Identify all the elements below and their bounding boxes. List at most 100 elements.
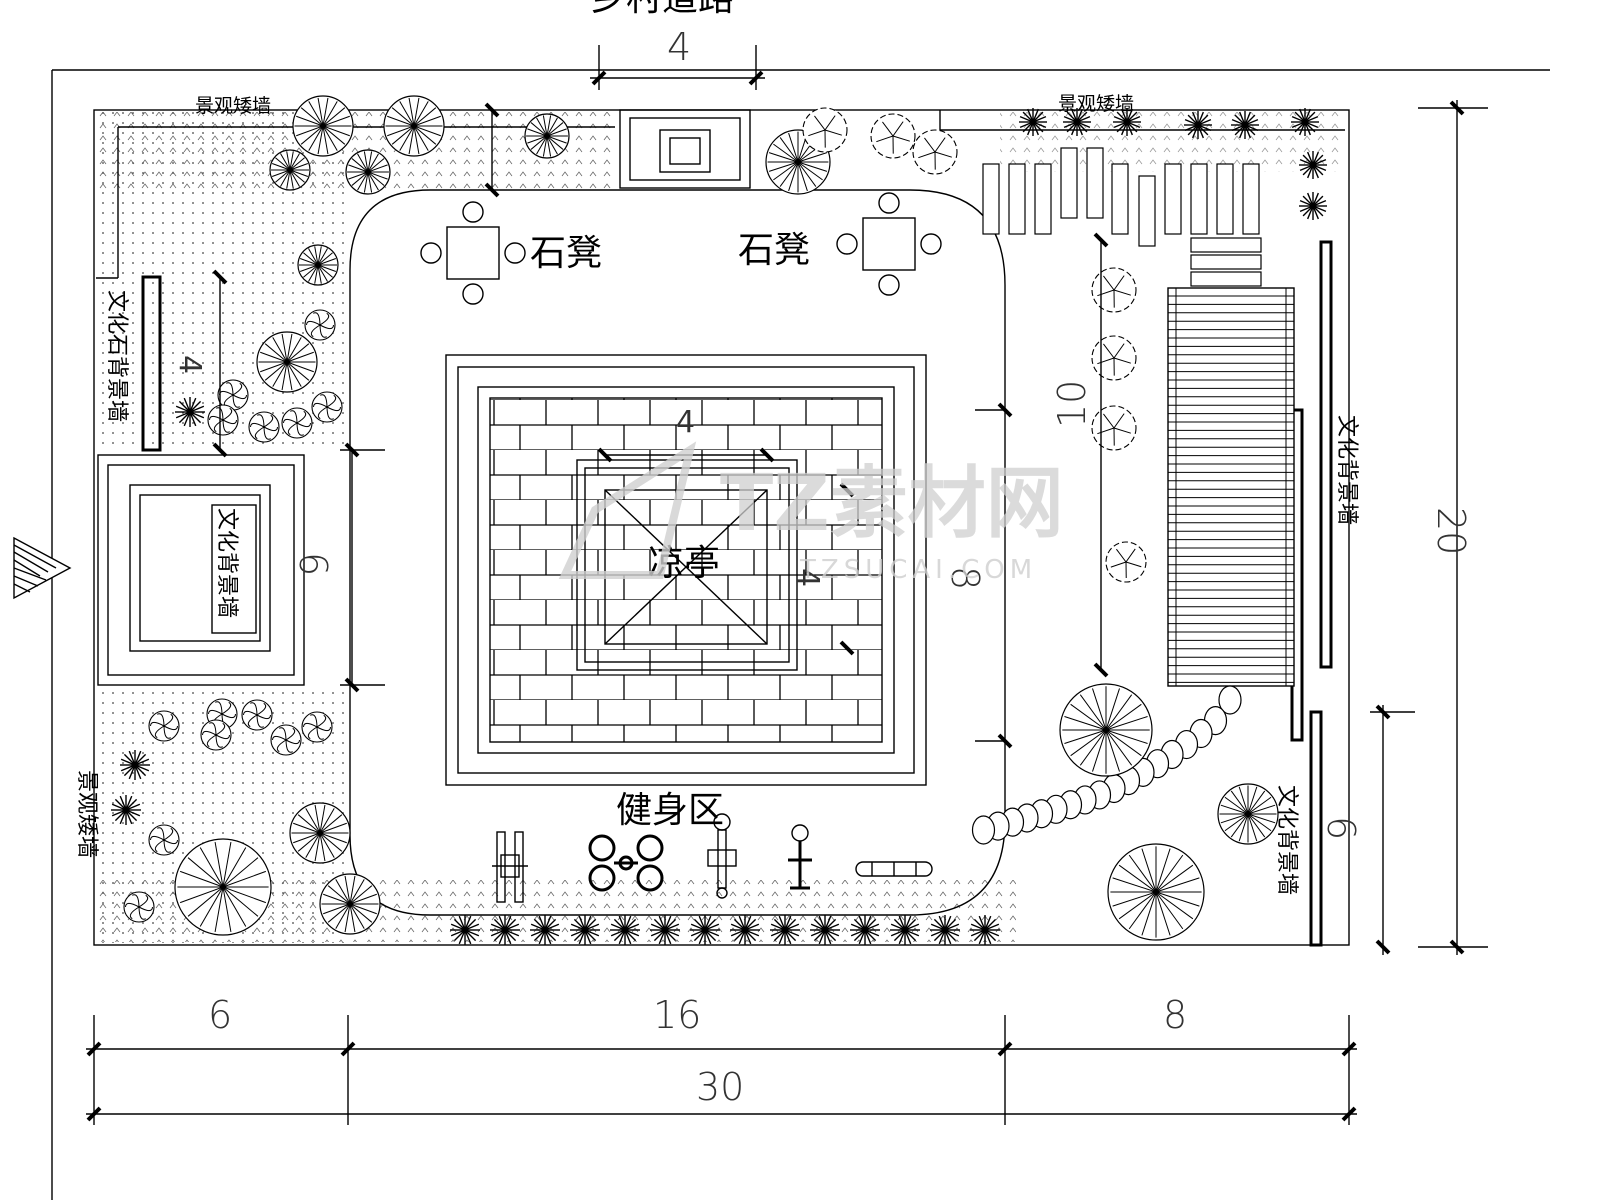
- stepping-plank: [1034, 163, 1052, 235]
- tree-icon: [269, 149, 311, 191]
- stepping-plank: [1164, 163, 1182, 235]
- palm-icon: [610, 915, 640, 945]
- road-label: 乡村道路: [590, 0, 734, 19]
- site-boundary: [51, 69, 1550, 1200]
- palm-icon: [1231, 111, 1259, 139]
- culture-wall-right-bottom-label: 文化背景墙: [1274, 785, 1299, 895]
- culture-wall-right-label: 文化背景墙: [1334, 415, 1359, 525]
- palm-icon: [120, 750, 150, 780]
- shrub-icon: [207, 404, 239, 436]
- stone-bench-left-label: 石凳: [530, 233, 602, 274]
- palm-icon: [1063, 108, 1091, 136]
- equipment-bar: [855, 861, 933, 877]
- dim-bottom-mid: 16: [653, 993, 701, 1037]
- tree-icon: [1091, 267, 1137, 313]
- dim-right-height: 6: [1319, 816, 1363, 840]
- shrub-icon: [241, 699, 273, 731]
- palm-icon: [810, 915, 840, 945]
- dim-pavilion-height: 4: [790, 568, 825, 587]
- tree-icon: [870, 113, 916, 159]
- dim-entrance-height: 6: [291, 552, 335, 576]
- tree-icon: [383, 95, 445, 157]
- palm-icon: [490, 915, 520, 945]
- shrub-icon: [311, 391, 343, 423]
- tree-icon: [802, 107, 848, 153]
- stepping-plank: [1190, 163, 1208, 235]
- dim-path-length: 10: [1050, 380, 1094, 428]
- tree-icon: [292, 95, 354, 157]
- tree-icon: [174, 838, 272, 936]
- low-wall-right-label: 景观矮墙: [1058, 93, 1134, 115]
- low-wall-bottom-left-label: 景观矮墙: [74, 770, 99, 858]
- stepping-plank: [1060, 147, 1078, 219]
- dim-pavilion-width: 4: [676, 405, 695, 440]
- stepping-plank: [1190, 271, 1262, 287]
- dim-road-width: 4: [667, 25, 691, 69]
- tree-icon: [289, 802, 351, 864]
- palm-icon: [111, 795, 141, 825]
- tree-icon: [1105, 541, 1147, 583]
- palm-icon: [175, 397, 205, 427]
- dim-wall-height: 4: [172, 355, 207, 374]
- tree-icon: [1107, 843, 1205, 941]
- tree-icon: [1091, 335, 1137, 381]
- dim-total-height: 20: [1429, 507, 1473, 555]
- tree-icon: [524, 113, 570, 159]
- equipment-cycle: [588, 834, 664, 892]
- stepping-plank: [1008, 163, 1026, 235]
- shrub-icon: [200, 719, 232, 751]
- stepping-plank: [1242, 163, 1260, 235]
- palm-icon: [450, 915, 480, 945]
- tree-icon: [297, 244, 339, 286]
- stepping-stone: [971, 815, 996, 845]
- stone-bench-set-right: [836, 192, 942, 296]
- stepping-plank: [1216, 163, 1234, 235]
- palm-icon: [1299, 192, 1327, 220]
- right-culture-walls: [1290, 240, 1333, 947]
- tree-icon: [345, 149, 391, 195]
- shrub-icon: [148, 824, 180, 856]
- shrub-icon: [301, 711, 333, 743]
- palm-icon: [890, 915, 920, 945]
- culture-stone-wall-label: 文化石背景墙: [104, 290, 129, 422]
- palm-icon: [1291, 108, 1319, 136]
- stone-bench-right-label: 石凳: [738, 230, 810, 271]
- entrance-arrow: [13, 536, 72, 600]
- palm-icon: [1019, 108, 1047, 136]
- tree-icon: [1217, 783, 1279, 845]
- stepping-plank: [1190, 237, 1262, 253]
- tree-icon: [1091, 405, 1137, 451]
- watermark-text: TZ素材网: [720, 459, 1064, 549]
- palm-icon: [530, 915, 560, 945]
- road-entrance-feature: [619, 109, 751, 189]
- shrub-icon: [304, 309, 336, 341]
- palm-icon: [850, 915, 880, 945]
- shrub-icon: [148, 710, 180, 742]
- stepping-planks: [982, 147, 1262, 287]
- dimension-lines: [86, 45, 1488, 1125]
- palm-icon: [570, 915, 600, 945]
- shrub-icon: [248, 411, 280, 443]
- entrance-wall-block: [97, 454, 305, 686]
- palm-icon: [930, 915, 960, 945]
- watermark-url: TZSUCAI.COM: [799, 555, 1037, 585]
- equipment-twister: [788, 824, 812, 890]
- dim-bottom-total: 30: [696, 1065, 744, 1109]
- stepping-stone: [1218, 685, 1242, 715]
- shrub-icon: [123, 891, 155, 923]
- palm-icon: [1184, 111, 1212, 139]
- culture-stone-wall-bar: [141, 275, 162, 452]
- tree-icon: [1059, 683, 1153, 777]
- palm-icon: [690, 915, 720, 945]
- palm-icon: [1299, 151, 1327, 179]
- dim-plaza-height: 8: [943, 566, 987, 590]
- culture-wall-entrance-label: 文化背景墙: [214, 508, 239, 618]
- low-wall-left-label: 景观矮墙: [195, 95, 271, 117]
- stone-bench-set-left: [420, 201, 526, 305]
- shrub-icon: [281, 407, 313, 439]
- fitness-equipment: [492, 813, 933, 903]
- fitness-area-label: 健身区: [616, 790, 724, 831]
- watermark: TZ素材网 TZSUCAI.COM: [558, 441, 1064, 585]
- tree-icon: [912, 129, 958, 175]
